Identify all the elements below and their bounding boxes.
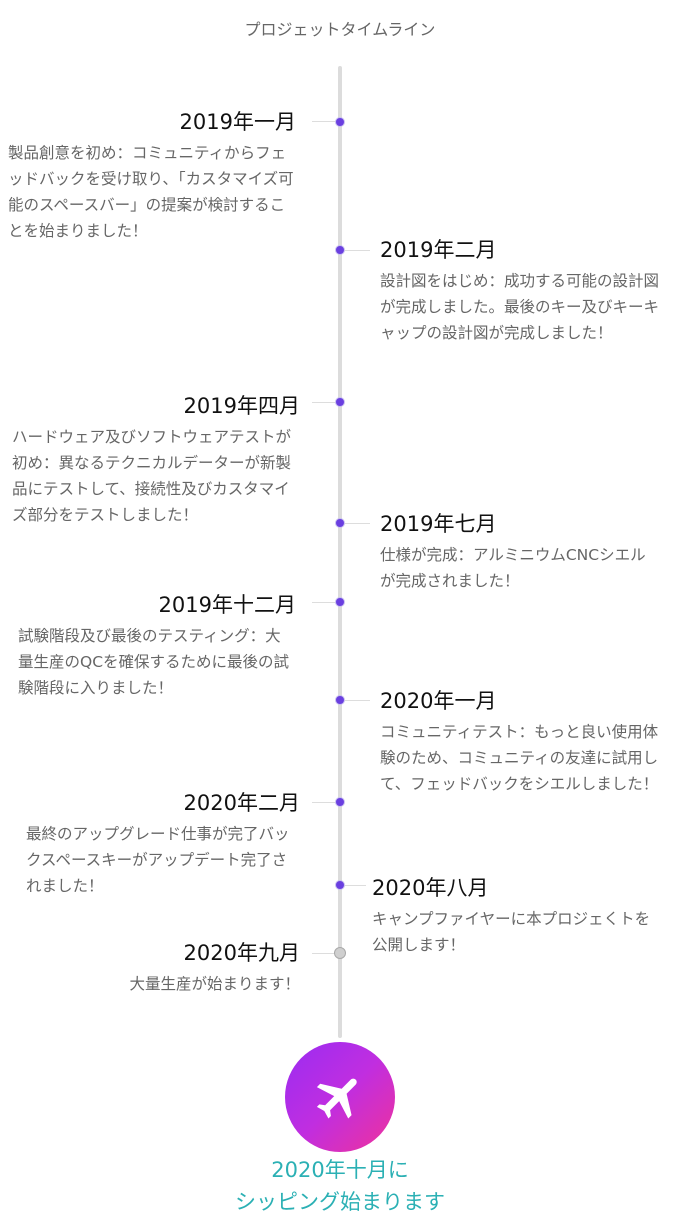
timeline-dot bbox=[335, 597, 345, 607]
connector bbox=[342, 700, 370, 701]
timeline-dot bbox=[335, 880, 345, 890]
entry-description: 設計図をはじめ：成功する可能の設計図が完成しました。最後のキー及びキーキャップの… bbox=[380, 272, 660, 342]
entry-date: 2020年一月 bbox=[380, 689, 497, 713]
entry-description: 仕様が完成：アルミニウムCNCシエルが完成されました！ bbox=[380, 546, 646, 590]
entry-date: 2020年二月 bbox=[183, 791, 300, 815]
entry-description: 最終のアップグレード仕事が完了バックスペースキーがアップデート完了されました！ bbox=[26, 825, 290, 895]
connector bbox=[342, 523, 370, 524]
timeline-line bbox=[338, 66, 342, 1038]
timeline-dot bbox=[335, 518, 345, 528]
timeline-entry: 2020年八月 キャンプファイヤーに本プロジェくトを公開します！ bbox=[372, 872, 662, 958]
timeline-entry: 2019年一月 製品創意を初め：コミュニティからフェッドバックを受け取り、「カス… bbox=[8, 106, 296, 244]
connector bbox=[312, 402, 338, 403]
connector bbox=[312, 602, 338, 603]
timeline-entry: 2019年七月 仕様が完成：アルミニウムCNCシエルが完成されました！ bbox=[380, 508, 660, 594]
entry-description: コミュニティテスト：もっと良い使用体験のため、コミュニティの友達に試用して、フェ… bbox=[380, 723, 659, 793]
page-title: プロジェットタイムライン bbox=[244, 20, 436, 39]
entry-description: 試験階段及び最後のテスティング：大量生産のQCを確保するために最後の試験階段に入… bbox=[18, 627, 290, 697]
entry-description: キャンプファイヤーに本プロジェくトを公開します！ bbox=[372, 910, 651, 954]
connector bbox=[342, 885, 366, 886]
timeline-dot bbox=[335, 397, 345, 407]
entry-date: 2020年九月 bbox=[183, 941, 300, 965]
timeline-entry: 2020年一月 コミュニティテスト：もっと良い使用体験のため、コミュニティの友達… bbox=[380, 685, 660, 797]
timeline-dot bbox=[335, 117, 345, 127]
connector bbox=[312, 953, 336, 954]
connector bbox=[312, 802, 338, 803]
entry-date: 2019年一月 bbox=[179, 110, 296, 134]
timeline-entry: 2019年十二月 試験階段及び最後のテスティング：大量生産のQCを確保するために… bbox=[18, 589, 296, 701]
connector bbox=[342, 250, 370, 251]
entry-date: 2019年十二月 bbox=[158, 593, 296, 617]
entry-date: 2019年四月 bbox=[183, 394, 300, 418]
connector bbox=[312, 121, 338, 122]
final-milestone-date: 2020年十月に bbox=[271, 1158, 409, 1182]
timeline-dot bbox=[335, 797, 345, 807]
entry-date: 2019年七月 bbox=[380, 512, 497, 536]
timeline-entry: 2020年二月 最終のアップグレード仕事が完了バックスペースキーがアップデート完… bbox=[26, 787, 300, 899]
timeline-dot-pending bbox=[334, 947, 346, 959]
entry-date: 2019年二月 bbox=[380, 238, 497, 262]
timeline-entry: 2019年二月 設計図をはじめ：成功する可能の設計図が完成しました。最後のキー及… bbox=[380, 234, 660, 346]
timeline-dot bbox=[335, 245, 345, 255]
timeline-dot bbox=[335, 695, 345, 705]
entry-date: 2020年八月 bbox=[372, 876, 489, 900]
final-milestone-label: シッピング始まります bbox=[235, 1190, 445, 1214]
shipping-badge bbox=[285, 1042, 395, 1152]
entry-description: ハードウェア及びソフトウェアテストが初め：異なるテクニカルデーターが新製品にテス… bbox=[12, 428, 292, 524]
airplane-icon bbox=[316, 1078, 357, 1119]
timeline-entry: 2020年九月 大量生産が始まります！ bbox=[100, 937, 300, 997]
entry-description: 大量生産が始まります！ bbox=[129, 975, 300, 993]
timeline-entry: 2019年四月 ハードウェア及びソフトウェアテストが初め：異なるテクニカルデータ… bbox=[12, 390, 300, 528]
entry-description: 製品創意を初め：コミュニティからフェッドバックを受け取り、「カスタマイズ可能のス… bbox=[8, 144, 294, 240]
